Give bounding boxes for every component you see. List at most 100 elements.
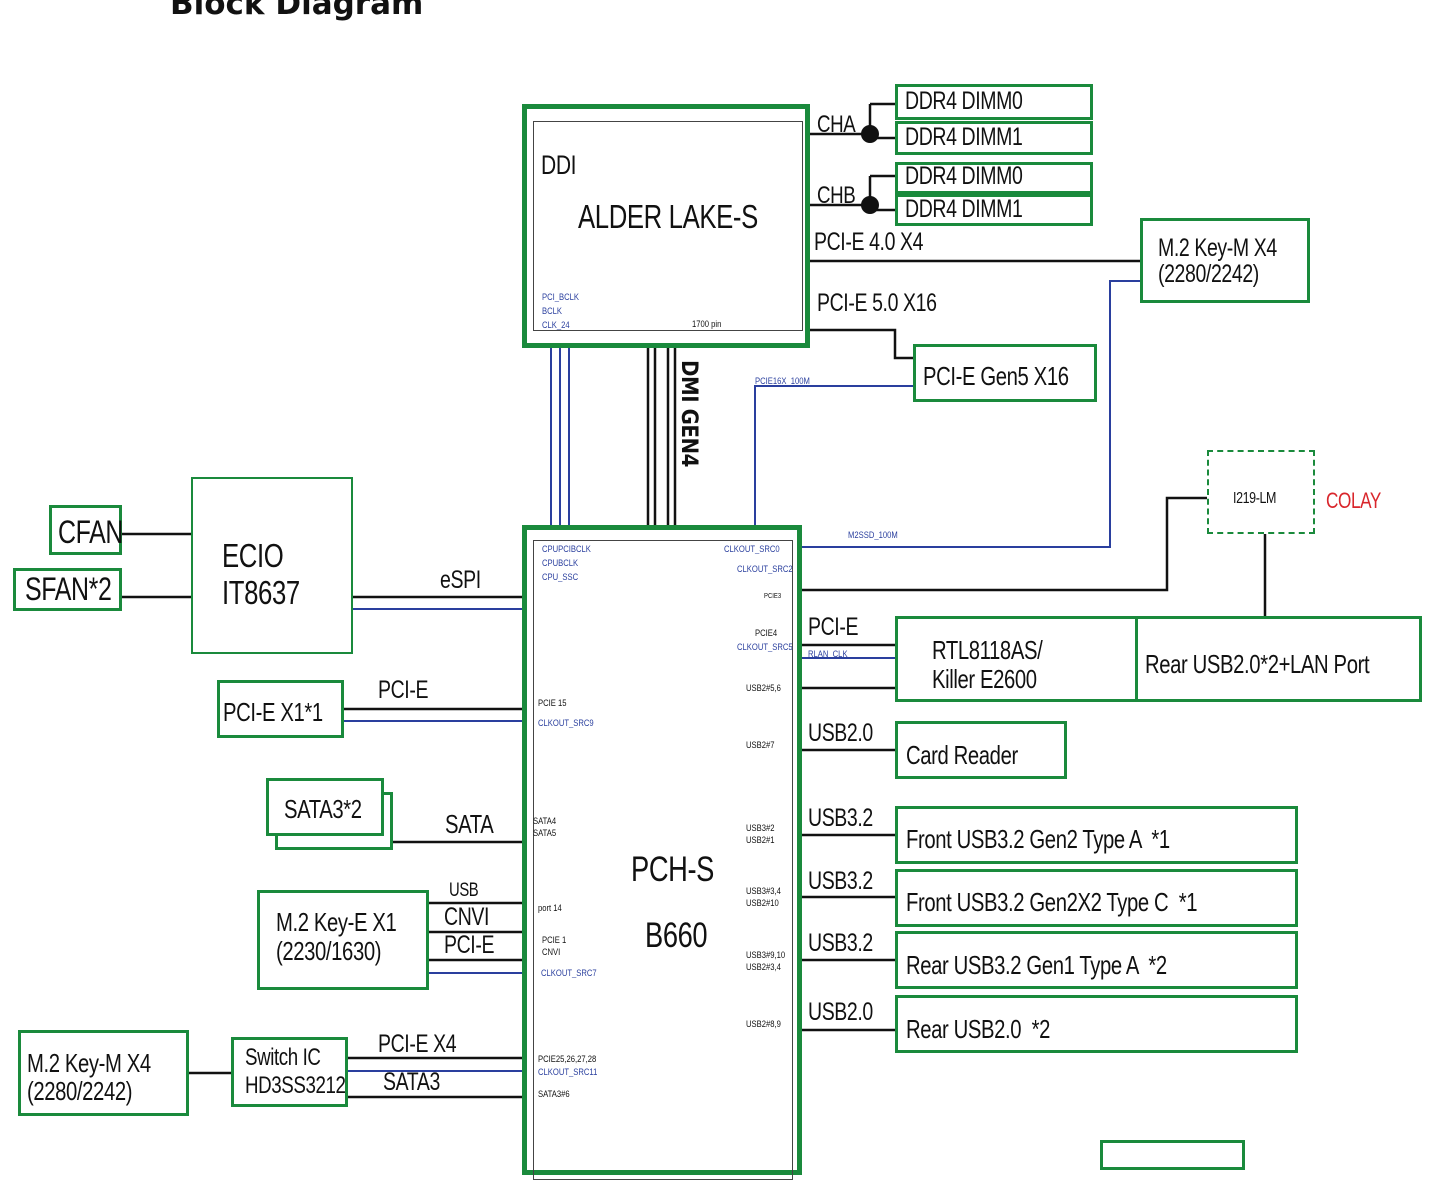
dimm-chb-1-label: DDR4 DIMM1 (905, 195, 1023, 223)
front-c-link: USB3.2 (808, 867, 873, 895)
m2-key-m-top (1140, 218, 1310, 303)
page-title: Block Diagram (170, 0, 424, 22)
cpu-pin-bclk: BCLK (542, 306, 562, 316)
switch-ic (231, 1037, 348, 1107)
dimm-chb-0-label: DDR4 DIMM0 (905, 162, 1023, 190)
rear-usb2-ports (895, 995, 1298, 1053)
front-usb32-gen2-type-a-label: Front USB3.2 Gen2 Type A *1 (906, 824, 1170, 854)
m2-e-usb-link: USB (449, 880, 479, 901)
lan-controller-line2: Killer E2600 (932, 664, 1037, 694)
cpu-inner-frame (533, 121, 803, 331)
pcie-x1-slot (217, 680, 344, 738)
m2-e-pcie-link: PCI-E (444, 931, 495, 959)
m2-key-m-bottom-line1: M.2 Key-M X4 (27, 1048, 151, 1078)
pcie5-link-label: PCI-E 5.0 X16 (817, 289, 937, 317)
cfan-header (49, 505, 122, 555)
rear-usb32-gen1-type-a-label: Rear USB3.2 Gen1 Type A *2 (906, 950, 1167, 980)
pch-pin-clkout-src7: CLKOUT_SRC7 (541, 968, 597, 978)
rear-usb-lan-port-label: Rear USB2.0*2+LAN Port (1145, 649, 1370, 679)
pch-pin-sata4: SATA4 (533, 816, 557, 826)
i219-label: I219-LM (1233, 490, 1277, 507)
cpu-name: ALDER LAKE-S (578, 198, 758, 235)
pch-pin-clkout-src0: CLKOUT_SRC0 (724, 544, 780, 554)
pch-pin-pcie15: PCIE 15 (538, 698, 567, 708)
cfan-label: CFAN (58, 514, 124, 550)
ecio-line2: IT8637 (222, 574, 300, 611)
m2-key-e-line1: M.2 Key-E X1 (276, 907, 397, 937)
pch-pin-cnvi: CNVI (542, 947, 561, 957)
pcie-x1-slot-label: PCI-E X1*1 (223, 697, 323, 727)
pch-pin-usb2-5-6: USB2#5,6 (746, 683, 781, 693)
pch-pin-pcie25-28: PCIE25,26,27,28 (538, 1054, 597, 1064)
m2-key-m-top-line2: (2280/2242) (1158, 260, 1259, 288)
pch-pin-clkout-src2: CLKOUT_SRC2 (737, 564, 793, 574)
lan-clock-label: RLAN_CLK (808, 649, 848, 659)
pch-pin-usb3-3-4: USB3#3,4 (746, 886, 781, 896)
front-a-link: USB3.2 (808, 804, 873, 832)
sata-ports-label: SATA3*2 (284, 794, 362, 824)
m2-key-e-line2: (2230/1630) (276, 936, 382, 966)
m2ssd-clock-label: M2SSD_100M (848, 530, 898, 540)
front-usb32-gen2x2-type-c-label: Front USB3.2 Gen2X2 Type C *1 (906, 887, 1198, 917)
pch-pin-pcie1: PCIE 1 (542, 935, 567, 945)
i219-lan-phy (1207, 450, 1315, 534)
partial-box-bottom-right (1100, 1140, 1245, 1170)
card-reader (895, 721, 1067, 779)
pch-pin-pcie3: PCIE3 (764, 593, 782, 600)
pch-pin-cpubclk: CPUBCLK (542, 558, 579, 568)
pch-pin-sata3-6: SATA3#6 (538, 1089, 570, 1099)
ecio-line1: ECIO (222, 537, 284, 574)
switch-ic-line1: Switch IC (245, 1044, 321, 1071)
front-usb32-gen2-type-a (895, 806, 1298, 864)
ecio-chip (191, 477, 353, 654)
pcie16-clock-label: PCIE16X_100M (755, 376, 810, 386)
pch-pin-clkout-src5: CLKOUT_SRC5 (737, 642, 793, 652)
lan-controller-line1: RTL8118AS/ (932, 635, 1043, 665)
dimm-cha-1 (895, 121, 1093, 155)
dimm-cha-0-label: DDR4 DIMM0 (905, 87, 1023, 115)
memory-channel-a: CHA (817, 111, 856, 138)
sfan-header (13, 568, 122, 611)
rear-usb32-gen1-type-a (895, 931, 1298, 989)
pch-name: PCH-S (631, 850, 714, 889)
pch-pin-cpupcibclk: CPUPCIBCLK (542, 544, 591, 554)
m2-key-m-bottom-line2: (2280/2242) (27, 1076, 133, 1106)
pcie-gen5-slot (913, 344, 1097, 402)
m2-key-m-top-line1: M.2 Key-M X4 (1158, 234, 1277, 262)
pch-pin-usb2-3-4: USB2#3,4 (746, 962, 781, 972)
lan-pcie-link: PCI-E (808, 613, 859, 641)
switch-ic-line2: HD3SS3212 (245, 1072, 346, 1099)
sata-ports (266, 778, 384, 836)
sata-link-label: SATA (445, 809, 494, 839)
pch-pin-usb3-9-10: USB3#9,10 (746, 950, 786, 960)
rear-usb2-ports-label: Rear USB2.0 *2 (906, 1014, 1051, 1044)
switch-pcie-link: PCI-E X4 (378, 1030, 457, 1058)
pch-pin-clkout-src11: CLKOUT_SRC11 (538, 1067, 598, 1077)
pcie4-link-label: PCI-E 4.0 X4 (814, 228, 924, 256)
espi-link-label: eSPI (440, 566, 481, 594)
dimm-chb-0 (895, 162, 1093, 194)
pch-pin-pcie4: PCIE4 (755, 628, 778, 638)
card-reader-label: Card Reader (906, 740, 1018, 770)
pch-model: B660 (645, 916, 708, 955)
memory-channel-b: CHB (817, 182, 856, 209)
pch-pin-port14: port 14 (538, 903, 562, 913)
dimm-cha-1-label: DDR4 DIMM1 (905, 123, 1023, 151)
pch-box (522, 525, 802, 1180)
pch-pin-usb2-7: USB2#7 (746, 740, 775, 750)
pch-pin-usb3-2: USB3#2 (746, 823, 775, 833)
colay-note: COLAY (1326, 488, 1381, 513)
pcie-x1-link-label: PCI-E (378, 676, 429, 704)
dmi-link-label: DMI GEN4 (676, 360, 701, 467)
pcie-gen5-slot-label: PCI-E Gen5 X16 (923, 361, 1069, 391)
rear-usb-lan-port (1135, 616, 1422, 702)
pch-pin-usb2-8-9: USB2#8,9 (746, 1019, 781, 1029)
rear-usb2-link: USB2.0 (808, 998, 873, 1026)
sfan-label: SFAN*2 (25, 571, 112, 607)
switch-sata-link: SATA3 (383, 1068, 440, 1096)
cpu-box (522, 104, 810, 348)
cpu-pin-count: 1700 pin (692, 319, 722, 329)
cpu-ddi-label: DDI (541, 150, 577, 180)
dimm-cha-0 (895, 84, 1093, 120)
